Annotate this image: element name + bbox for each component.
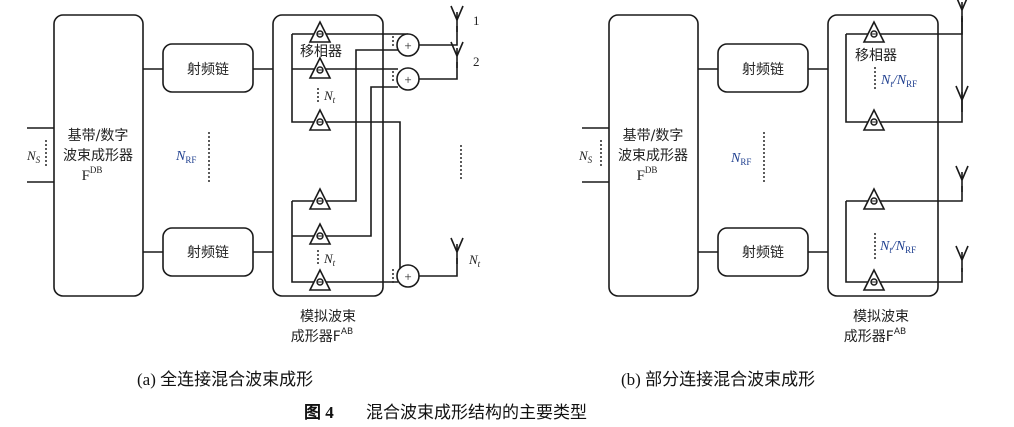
- analog-label-line2: 成形器FAB: [291, 327, 353, 345]
- figure-title: 混合波束成形结构的主要类型: [366, 403, 587, 422]
- panel-b-caption: (b) 部分连接混合波束成形: [621, 370, 815, 389]
- nt-over-nrf-label-bottom: Nt/NRF: [879, 239, 916, 255]
- antenna-icon: [955, 0, 969, 23]
- baseband-label-line2: 波束成形器: [63, 148, 133, 164]
- adder-2: +: [396, 67, 420, 91]
- ns-label: NS: [26, 148, 41, 165]
- subarray-top-wiring: [845, 18, 963, 123]
- baseband-symbol: FDB: [82, 165, 103, 184]
- adder-to-antenna-nt: [419, 258, 458, 277]
- svg-text:+: +: [404, 269, 411, 284]
- ps-bus-bottom: [291, 201, 398, 283]
- analog-label-line1: 模拟波束: [300, 309, 356, 325]
- svg-text:+: +: [404, 72, 411, 87]
- panel-a-caption: (a) 全连接混合波束成形: [137, 370, 313, 389]
- rf-chain-label-top: 射频链: [742, 62, 784, 78]
- nrf-label: NRF: [175, 149, 196, 165]
- nt-over-nrf-label-top: Nt/NRF: [880, 73, 917, 89]
- ps-bus-top: [291, 34, 401, 271]
- analog-label-line1: 模拟波束: [853, 309, 909, 325]
- subarray-bottom-wiring: [845, 201, 963, 283]
- adder-nt: +: [396, 264, 420, 288]
- phase-shifter-label: 移相器: [300, 44, 342, 60]
- antenna-label-1: 1: [473, 13, 480, 28]
- baseband-symbol: FDB: [637, 165, 658, 184]
- svg-text:+: +: [404, 38, 411, 53]
- panel-b-partial-connection: NS 基带/数字 波束成形器 FDB 射频链 射频链 NRF 移相器 Nt/NR…: [578, 0, 969, 389]
- figure-number: 图 4: [304, 403, 334, 422]
- rf-chain-label-top: 射频链: [187, 62, 229, 78]
- ps-line-bottom-2: [292, 86, 398, 237]
- antenna-label-nt: Nt: [468, 252, 481, 269]
- panel-a-full-connection: NS 基带/数字 波束成形器 FDB 射频链 射频链 NRF 移相器: [26, 5, 481, 389]
- rf-chain-label-bottom: 射频链: [742, 245, 784, 261]
- rf-chain-label-bottom: 射频链: [187, 245, 229, 261]
- ns-label: NS: [578, 148, 593, 165]
- antenna-icon: [450, 237, 464, 265]
- rf-chain-box-top: [162, 43, 254, 93]
- adder-to-antenna-1: [419, 26, 458, 46]
- analog-beamformer-box: [827, 14, 939, 297]
- antenna-label-2: 2: [473, 54, 480, 69]
- adder-to-antenna-2: [419, 62, 458, 80]
- baseband-label-line1: 基带/数字: [68, 127, 129, 144]
- baseband-digital-beamformer-box: [53, 14, 144, 297]
- baseband-digital-beamformer-box: [608, 14, 699, 297]
- nt-label-top: Nt: [323, 88, 336, 105]
- antenna-icon: [450, 5, 464, 33]
- antenna-icon: [955, 165, 969, 193]
- baseband-label-line2: 波束成形器: [618, 148, 688, 164]
- antenna-icon: [955, 245, 969, 273]
- phase-shifter-label: 移相器: [855, 48, 897, 64]
- nt-label-bottom: Nt: [323, 251, 336, 268]
- analog-label-line2: 成形器FAB: [844, 327, 906, 345]
- baseband-label-line1: 基带/数字: [623, 127, 684, 144]
- rf-chain-box-top: [717, 43, 809, 93]
- antenna-icon: [450, 41, 464, 69]
- nrf-label: NRF: [730, 151, 751, 167]
- adder-1: +: [396, 33, 420, 57]
